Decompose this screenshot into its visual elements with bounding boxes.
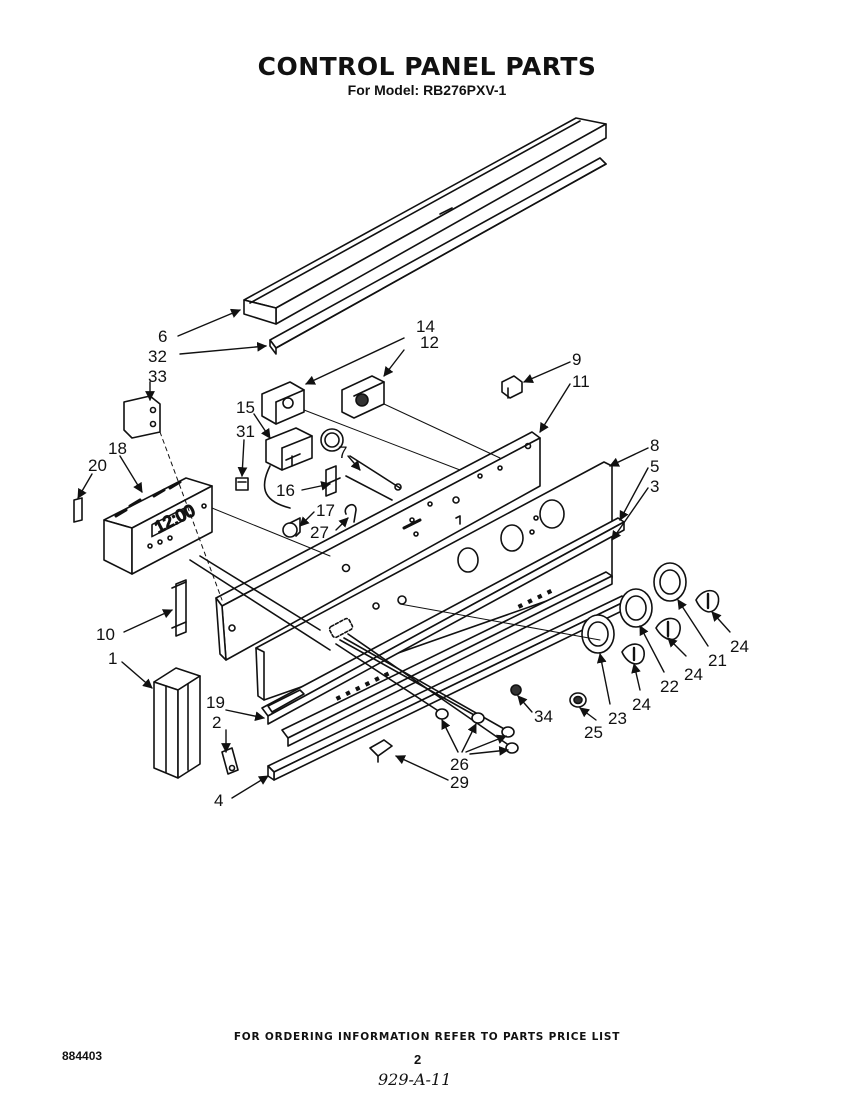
part-6-top-trim	[243, 117, 607, 325]
callout-24-a: 24	[632, 695, 651, 714]
part-21-bezel	[653, 562, 687, 602]
part-9-clip	[501, 375, 523, 399]
callout-34: 34	[534, 707, 553, 726]
callout-22: 22	[660, 677, 679, 696]
callout-1: 1	[108, 649, 117, 668]
callout-29: 29	[450, 773, 469, 792]
callout-8: 8	[650, 436, 659, 455]
part-22-bezel	[619, 588, 653, 628]
callout-18: 18	[108, 439, 127, 458]
part-29-clip	[369, 739, 393, 763]
handwritten-code: 929-A-11	[378, 1070, 452, 1089]
callout-6: 6	[158, 327, 167, 346]
callout-25: 25	[584, 723, 603, 742]
callout-3: 3	[650, 477, 659, 496]
callout-27: 27	[310, 523, 329, 542]
part-3-trim-strip: ▪ ▪ ▪ ▪ ▪ ▪ ▪ ▪ ▪ ▪	[281, 571, 613, 747]
callout-32: 32	[148, 347, 167, 366]
callout-17: 17	[316, 501, 335, 520]
callout-33: 33	[148, 367, 167, 386]
part-16-bracket	[321, 465, 341, 497]
callout-4: 4	[214, 791, 223, 810]
part-31-clip	[235, 477, 249, 491]
part-10-side-bracket	[171, 579, 187, 637]
alignment-lines	[159, 403, 601, 641]
callout-23: 23	[608, 709, 627, 728]
callout-15: 15	[236, 398, 255, 417]
part-4-bottom-trim	[267, 595, 629, 781]
part-26-indicator-lenses	[189, 555, 519, 754]
callout-24-b: 24	[684, 665, 703, 684]
part-12-switch	[341, 375, 385, 419]
part-1-end-cap	[153, 667, 201, 779]
part-5-trim-strip	[261, 517, 625, 725]
callout-21: 21	[708, 651, 727, 670]
part-15-infinite-switch	[263, 427, 344, 509]
callout-leaders	[77, 308, 731, 799]
callout-7: 7	[338, 443, 347, 462]
part-34-nut	[510, 684, 522, 696]
callout-12: 12	[420, 333, 439, 352]
part-33-bracket	[123, 395, 161, 439]
ordering-info-note: FOR ORDERING INFORMATION REFER TO PARTS …	[233, 1031, 621, 1043]
part-20-bracket	[73, 497, 83, 523]
part-18-clock-timer	[103, 477, 213, 575]
page-number: 2	[414, 1052, 422, 1067]
callout-labels: 6 32 33 14 12 9 11 15 31 18 20 7 16 17 2…	[88, 317, 749, 810]
document-number: 884403	[62, 1049, 103, 1063]
callout-19: 19	[206, 693, 225, 712]
callout-26: 26	[450, 755, 469, 774]
part-17-light-socket	[282, 517, 301, 538]
part-25-knob-stem	[569, 692, 587, 708]
model-subtitle: For Model: RB276PXV-1	[347, 82, 507, 98]
callout-24-c: 24	[730, 637, 749, 656]
callout-5: 5	[650, 457, 659, 476]
part-2-clip	[221, 747, 239, 775]
callout-11: 11	[572, 372, 590, 391]
callout-10: 10	[96, 625, 115, 644]
part-32-seal-strip	[269, 157, 607, 355]
part-24-knob-a	[621, 643, 645, 665]
page-title: CONTROL PANEL PARTS	[257, 52, 597, 81]
callout-20: 20	[88, 456, 107, 475]
part-14-switch	[261, 381, 305, 425]
part-24-knob-b	[655, 617, 681, 641]
callout-31: 31	[236, 422, 255, 441]
callout-14: 14	[416, 317, 435, 336]
callout-2: 2	[212, 713, 221, 732]
part-11-switch-panel	[215, 431, 541, 661]
part-19-trim	[267, 689, 305, 713]
callout-16: 16	[276, 481, 295, 500]
callout-9: 9	[572, 350, 581, 369]
part-24-knob-c	[695, 589, 720, 613]
part-23-bezel	[581, 614, 615, 654]
part-27-clip	[344, 503, 357, 523]
